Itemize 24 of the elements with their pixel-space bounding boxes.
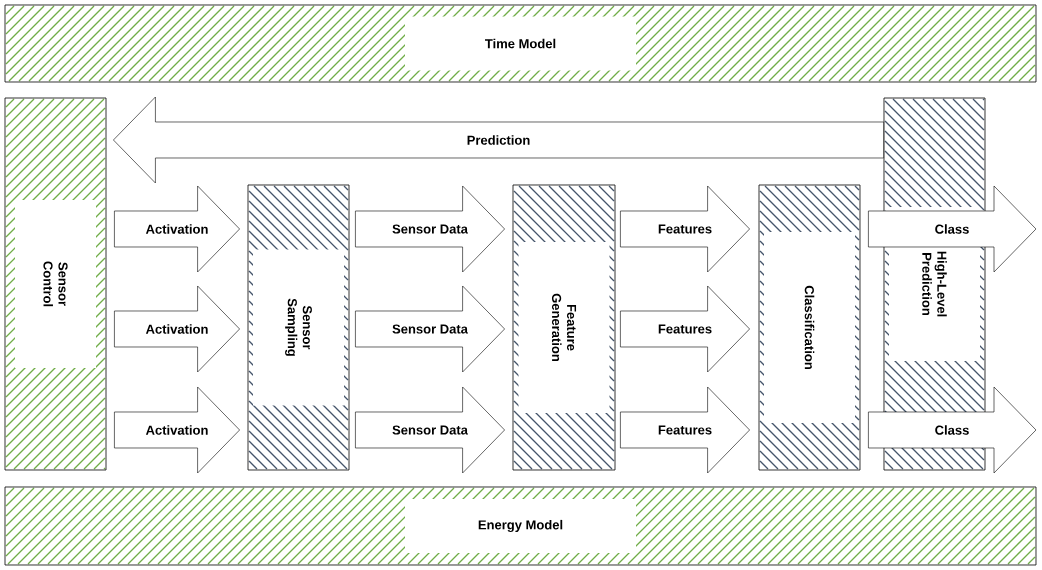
block-arrow [620,285,750,373]
model-band: Energy Model [4,486,1037,566]
edge-label: Class [933,424,971,436]
process-box: Sensor Control [4,97,107,471]
block-arrow [868,386,1037,474]
edge-label: Prediction [465,134,532,146]
block-arrow [620,386,750,474]
edge-label: Features [656,223,714,235]
block-arrow [620,185,750,273]
edge-label: Features [656,323,714,335]
block-arrow [868,185,1037,273]
edge-label: Activation [144,424,210,436]
process-box: Feature Generation [512,184,616,471]
edge-label: Features [656,424,714,436]
edge-label: Class [933,223,971,235]
edge-label: Activation [144,223,210,235]
edge-label: Sensor Data [391,424,469,436]
process-box: Classification [758,184,861,471]
edge-label: Sensor Data [391,323,469,335]
edge-label: Sensor Data [391,223,469,235]
block-arrow [113,96,884,184]
edge-label: Activation [144,323,210,335]
process-box: Sensor Sampling [247,184,350,471]
model-band: Time Model [4,4,1037,83]
